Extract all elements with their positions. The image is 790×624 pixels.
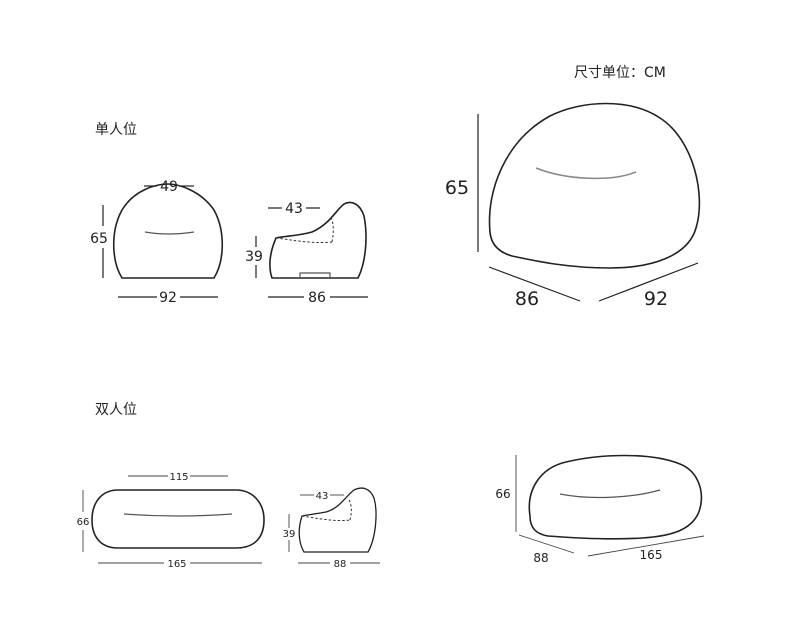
single-iso-view: 65 86 92 [445, 102, 701, 310]
single-front-outline [112, 183, 224, 279]
single-front-height-value: 65 [90, 231, 108, 247]
single-side-depth-value: 86 [308, 290, 326, 306]
single-iso-width-dim [598, 262, 699, 302]
double-front-cushion-value: 115 [169, 472, 188, 483]
single-side-back-dashed [329, 215, 334, 243]
double-front-outline [91, 489, 265, 549]
single-side-view: 43 39 86 [245, 201, 368, 306]
single-seat-section: 单人位 49 65 92 43 [90, 102, 701, 310]
double-front-cushion [123, 513, 233, 517]
single-side-back-value: 43 [285, 201, 303, 217]
single-iso-height-value: 65 [445, 177, 469, 199]
double-iso-height-value: 66 [495, 487, 510, 501]
single-iso-cushion [535, 167, 637, 180]
single-side-base-notch [299, 272, 331, 278]
single-front-cushion-value: 49 [160, 179, 178, 195]
double-side-view: 43 39 88 [283, 487, 380, 570]
double-iso-width-dim [587, 535, 705, 557]
double-front-width-value: 165 [167, 559, 186, 570]
single-side-seat-value: 39 [245, 249, 263, 265]
single-side-outline [269, 201, 367, 279]
double-side-back-value: 43 [316, 491, 329, 502]
single-front-cushion [144, 231, 195, 235]
double-seat-label: 双人位 [95, 402, 137, 418]
single-iso-outline [488, 102, 701, 269]
single-side-seat-dashed [275, 237, 333, 243]
single-iso-depth-value: 86 [515, 288, 539, 310]
double-iso-depth-value: 88 [533, 551, 548, 565]
double-iso-width-value: 165 [640, 548, 663, 562]
single-seat-label: 单人位 [95, 122, 137, 138]
single-front-view: 49 65 92 [90, 179, 224, 306]
double-side-back-dashed [347, 497, 352, 521]
double-front-height-value: 66 [77, 517, 90, 528]
double-side-seat-dashed [301, 515, 351, 521]
double-side-outline [298, 487, 377, 553]
single-iso-width-value: 92 [644, 288, 668, 310]
double-front-view: 115 66 165 [77, 472, 265, 570]
double-iso-depth-dim [518, 534, 575, 554]
double-side-seat-value: 39 [283, 529, 296, 540]
single-iso-depth-dim [488, 266, 581, 302]
double-side-depth-value: 88 [334, 559, 347, 570]
double-iso-cushion [559, 489, 661, 499]
unit-note: 尺寸单位：CM [574, 65, 666, 81]
double-seat-section: 双人位 115 66 165 43 [77, 402, 705, 570]
single-front-width-value: 92 [159, 290, 177, 306]
double-iso-view: 66 88 165 [495, 454, 705, 565]
